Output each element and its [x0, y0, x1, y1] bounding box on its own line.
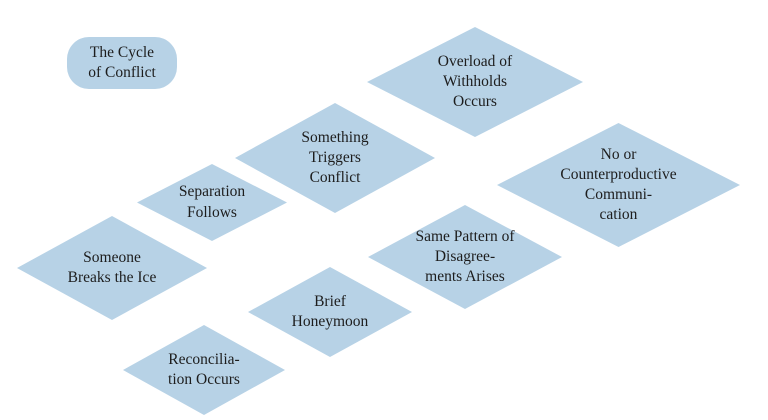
diamond-shape-icon [17, 216, 207, 320]
diagram-title-label: The Cycle of Conflict [88, 43, 156, 81]
node-someone-breaks-the-ice[interactable]: Someone Breaks the Ice [17, 216, 207, 320]
diagram-title-box: The Cycle of Conflict [67, 37, 177, 89]
diamond-shape-icon [123, 325, 285, 415]
node-reconciliation-occurs[interactable]: Reconcilia- tion Occurs [123, 325, 285, 415]
